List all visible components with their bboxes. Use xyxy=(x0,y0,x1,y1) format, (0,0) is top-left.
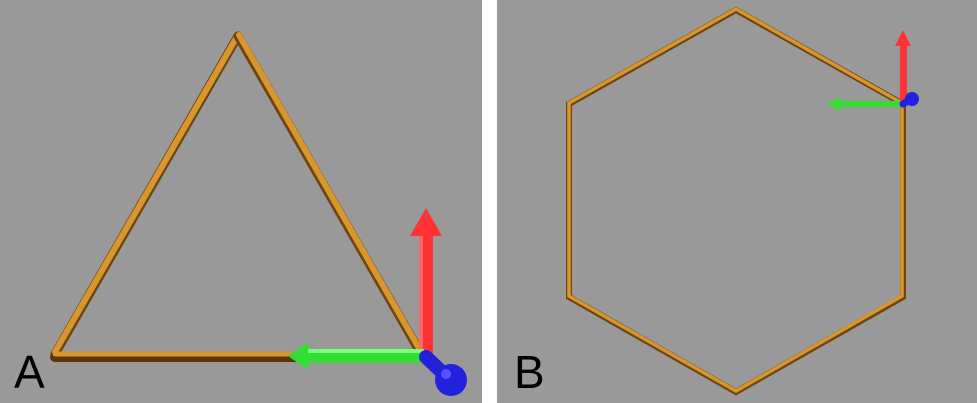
panel-label-a: A xyxy=(14,346,45,398)
hexagon-rods xyxy=(566,6,906,396)
panel-b: B xyxy=(497,0,977,403)
rod-right-highlight xyxy=(236,32,423,353)
hexagon-outline xyxy=(567,6,904,394)
hexagon-scene xyxy=(566,6,919,396)
axes-gizmo xyxy=(827,30,919,111)
triangle-rods xyxy=(50,31,425,362)
axes-gizmo xyxy=(288,208,467,396)
axis-y-shaft xyxy=(839,101,903,107)
axis-y-arrowhead xyxy=(288,342,308,370)
axis-x-shaft xyxy=(900,45,907,103)
panel-label-b: B xyxy=(514,346,545,398)
axis-z-head xyxy=(435,364,467,396)
axis-x-arrowhead xyxy=(410,208,442,236)
triangle-scene xyxy=(50,31,467,396)
hexagon-outline-shadow xyxy=(566,6,906,396)
axis-x-arrowhead xyxy=(895,30,911,46)
rod-left-highlight xyxy=(52,32,241,355)
axis-z-head xyxy=(905,92,919,106)
axis-y-arrowhead xyxy=(827,97,840,111)
panel-a: A xyxy=(0,0,482,403)
